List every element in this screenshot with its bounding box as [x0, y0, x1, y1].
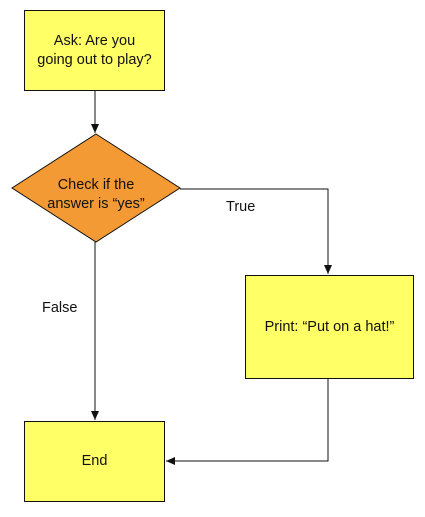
print-node-text: Print: “Put on a hat!”: [264, 318, 395, 335]
end-node-text: End: [81, 453, 108, 469]
decision-node-text: Check if the answer is “yes”: [47, 177, 145, 212]
ask-node-text: Ask: Are you going out to play?: [37, 32, 152, 68]
print-node: Print: “Put on a hat!”: [245, 275, 414, 379]
false-branch-label: False: [42, 300, 78, 316]
arrow-true-to-print: [180, 188, 332, 274]
decision-diamond: [11, 133, 181, 243]
arrow-print-to-end: [166, 379, 329, 465]
true-branch-label: True: [226, 199, 256, 215]
ask-node: Ask: Are you going out to play?: [24, 10, 165, 91]
end-node: End: [24, 421, 165, 502]
